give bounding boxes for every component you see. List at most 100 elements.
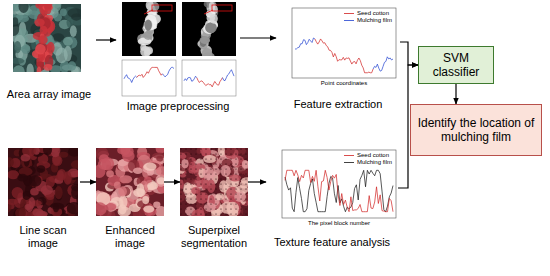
- cotton-band-blob: [200, 36, 210, 44]
- superpixel-seed: [180, 178, 181, 179]
- superpixel-seed: [245, 158, 246, 159]
- superpixel-seed: [200, 158, 201, 159]
- superpixel-seed: [205, 153, 206, 154]
- box-text: Identify the location of mulching film: [415, 116, 537, 144]
- superpixel-seed: [235, 153, 236, 154]
- photo-blob: [224, 148, 235, 156]
- superpixel-seed: [195, 193, 196, 194]
- superpixel-seed: [220, 148, 221, 149]
- superpixel-seed: [235, 178, 236, 179]
- superpixel-seed: [230, 193, 231, 194]
- flow-arrow: [400, 42, 418, 65]
- photo-blob: [22, 45, 31, 54]
- photo-blob: [119, 195, 127, 209]
- superpixel-seed: [180, 198, 181, 199]
- superpixel-seed: [245, 178, 246, 179]
- plot-series: [373, 57, 393, 71]
- superpixel-seed: [190, 213, 191, 214]
- figure-caption: Enhanced image: [96, 224, 164, 250]
- photo-blob: [153, 201, 160, 208]
- photo-blob: [55, 186, 63, 199]
- plot-series: [162, 67, 174, 76]
- superpixel-seed: [215, 198, 216, 199]
- photo-blob: [25, 204, 32, 210]
- superpixel-seed: [190, 188, 191, 189]
- photo-ground: [180, 148, 248, 216]
- plot-legend-text: Mulching film: [356, 17, 393, 24]
- superpixel-seed: [230, 183, 231, 184]
- superpixel-seed: [215, 188, 216, 189]
- plot-series: [137, 67, 163, 77]
- superpixel-seed: [225, 153, 226, 154]
- photo-blob: [68, 148, 78, 157]
- superpixel-seed: [245, 168, 246, 169]
- superpixel-seed: [185, 173, 186, 174]
- enhanced-node: Enhanced image: [96, 146, 164, 252]
- plot-series: [197, 78, 223, 87]
- superpixel-seed: [185, 208, 186, 209]
- photo-blob: [221, 202, 234, 214]
- superpixel-seed: [205, 158, 206, 159]
- plot-legend-text: Seed cotton: [356, 152, 390, 159]
- plot-legend-text: Seed cotton: [356, 10, 390, 17]
- superpixel-seed: [210, 148, 211, 149]
- superpixel-seed: [235, 213, 236, 214]
- superpixel-seed: [235, 203, 236, 204]
- photo-blob: [54, 13, 62, 21]
- superpixel-seed: [200, 213, 201, 214]
- superpixel-seed: [215, 208, 216, 209]
- superpixel-seed: [240, 168, 241, 169]
- superpixel-seed: [225, 158, 226, 159]
- legend-sample: [344, 162, 354, 163]
- plot-series: [222, 70, 234, 81]
- superpixel-seed: [220, 173, 221, 174]
- superpixel-seed: [235, 198, 236, 199]
- superpixel-seed: [195, 153, 196, 154]
- figure-caption: Image preprocessing: [116, 100, 240, 113]
- superpixel-seed: [200, 168, 201, 169]
- photo-clip: [8, 148, 78, 216]
- photo-blob: [64, 171, 72, 185]
- superpixel-seed: [205, 148, 206, 149]
- photo-blob: [26, 63, 33, 72]
- flow-arrow: [96, 39, 116, 40]
- photo-blob: [15, 208, 26, 216]
- superpixel-seed: [225, 208, 226, 209]
- superpixel-seed: [190, 183, 191, 184]
- superpixel-seed: [235, 163, 236, 164]
- superpixel-seed: [220, 198, 221, 199]
- superpixel-seed: [230, 188, 231, 189]
- superpixel-seed: [210, 208, 211, 209]
- superpixel-seed: [225, 188, 226, 189]
- axis-title: The pixel block number: [307, 220, 371, 227]
- superpixel-seed: [235, 208, 236, 209]
- feature-plot: [292, 8, 396, 78]
- line-scan-photo: [5, 144, 83, 222]
- superpixel-seed: [205, 213, 206, 214]
- photo-blob: [180, 179, 184, 190]
- figure-caption: Feature extraction: [276, 98, 400, 111]
- figure-caption: Line scan image: [6, 224, 80, 250]
- superpixel-seed: [240, 148, 241, 149]
- photo-blob: [8, 157, 14, 167]
- red-band-blob: [45, 4, 52, 14]
- superpixel-seed: [220, 188, 221, 189]
- superpixel-seed: [185, 158, 186, 159]
- superpixel-seed: [205, 163, 206, 164]
- superpixel-seed: [200, 148, 201, 149]
- photo-ground: [182, 2, 236, 56]
- superpixel-seed: [230, 148, 231, 149]
- box-text: SVM classifier: [423, 51, 489, 79]
- superpixel-seed: [245, 208, 246, 209]
- photo-blob: [23, 191, 30, 200]
- superpixel-seed: [220, 193, 221, 194]
- photo-blob: [68, 61, 76, 70]
- superpixel-seed: [220, 168, 221, 169]
- photo-blob: [50, 203, 64, 210]
- area-image-node: Area array image: [2, 4, 96, 106]
- superpixel-seed: [200, 188, 201, 189]
- plot-legend-samples: [344, 14, 354, 163]
- superpixel-seed: [190, 148, 191, 149]
- result-box: Identify the location of mulching film: [410, 104, 542, 156]
- photo-blob: [218, 148, 225, 156]
